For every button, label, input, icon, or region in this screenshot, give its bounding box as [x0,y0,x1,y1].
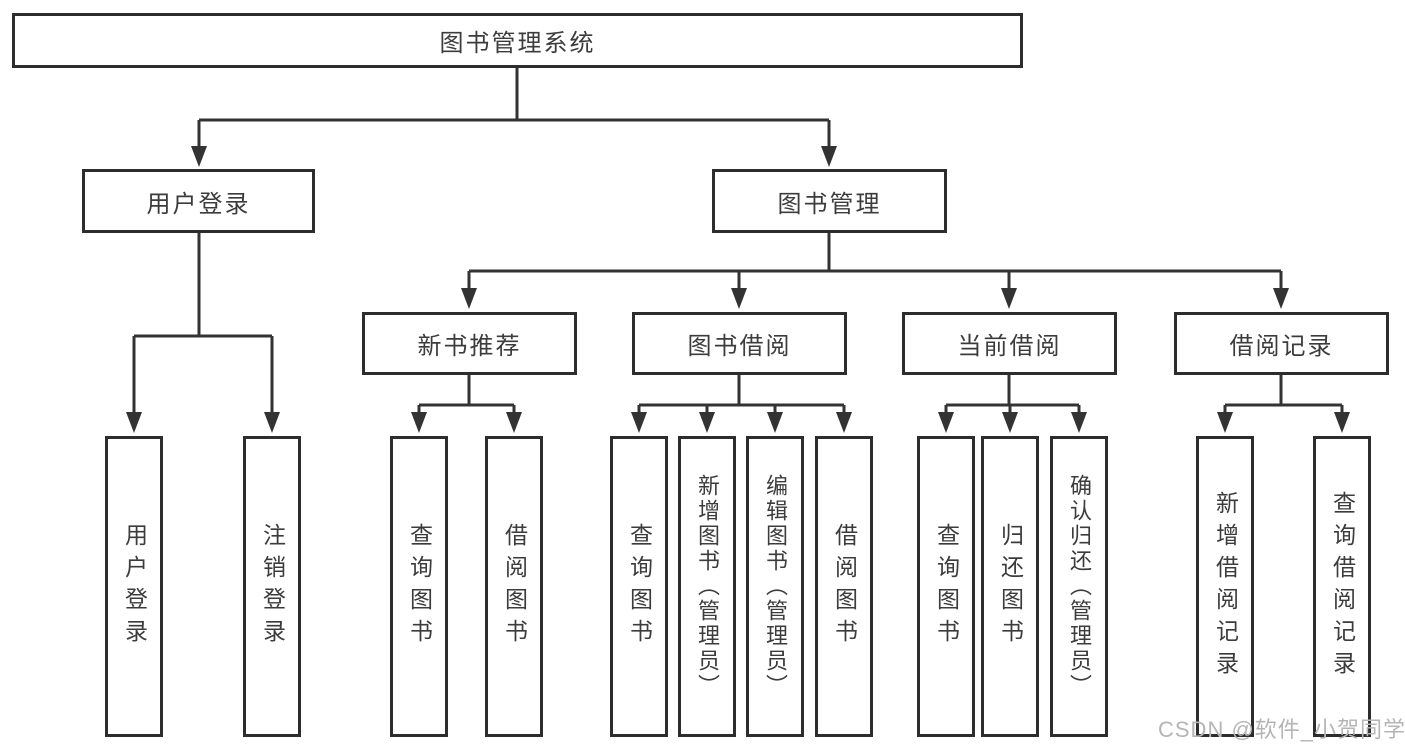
leaf-add-book-admin: 新增图书（管理员） [678,436,736,737]
node-root: 图书管理系统 [12,13,1023,68]
leaf-borrow-books-recommend: 借阅图书 [485,436,543,737]
node-book-borrow-label: 图书借阅 [687,333,792,360]
leaf-return-book: 归还图书 [981,436,1039,737]
leaf-user-login-label: 用户登录 [121,522,148,651]
leaf-query-borrow-record: 查询借阅记录 [1313,436,1371,737]
leaf-confirm-return-admin-label: 确认归还（管理员） [1067,474,1092,699]
node-new-book-recommend-label: 新书推荐 [417,333,522,360]
leaf-query-books-recommend-label: 查询图书 [406,522,433,651]
leaf-logout-label: 注销登录 [259,522,286,651]
leaf-borrow-books-recommend-label: 借阅图书 [501,522,528,651]
node-borrow-records-label: 借阅记录 [1229,333,1334,360]
leaf-query-books-borrow-label: 查询图书 [626,522,653,651]
leaf-borrow-books-label: 借阅图书 [831,522,858,651]
watermark: CSDN @软件_小贺同学 [1158,717,1405,742]
leaf-edit-book-admin: 编辑图书（管理员） [746,436,804,737]
leaf-edit-book-admin-label: 编辑图书（管理员） [763,474,788,699]
node-user-login-label: 用户登录 [146,190,251,218]
leaf-add-book-admin-label: 新增图书（管理员） [695,474,720,699]
leaf-query-books-borrow: 查询图书 [610,436,668,737]
node-borrow-records: 借阅记录 [1174,312,1389,375]
node-root-label: 图书管理系统 [439,30,596,57]
leaf-logout: 注销登录 [243,436,301,737]
node-book-management: 图书管理 [712,169,947,233]
leaf-query-borrow-record-label: 查询借阅记录 [1329,490,1356,683]
node-user-login: 用户登录 [82,169,315,233]
leaf-query-books-current: 查询图书 [917,436,975,737]
leaf-query-books-current-label: 查询图书 [933,522,960,651]
leaf-user-login: 用户登录 [105,436,163,737]
leaf-confirm-return-admin: 确认归还（管理员） [1050,436,1108,737]
node-current-borrow-label: 当前借阅 [957,333,1062,360]
node-current-borrow: 当前借阅 [902,312,1117,375]
node-new-book-recommend: 新书推荐 [362,312,577,375]
leaf-add-borrow-record-label: 新增借阅记录 [1212,490,1239,683]
node-book-management-label: 图书管理 [777,190,882,218]
leaf-add-borrow-record: 新增借阅记录 [1196,436,1254,737]
leaf-query-books-recommend: 查询图书 [390,436,448,737]
leaf-return-book-label: 归还图书 [997,522,1024,651]
leaf-borrow-books: 借阅图书 [815,436,873,737]
node-book-borrow: 图书借阅 [632,312,847,375]
